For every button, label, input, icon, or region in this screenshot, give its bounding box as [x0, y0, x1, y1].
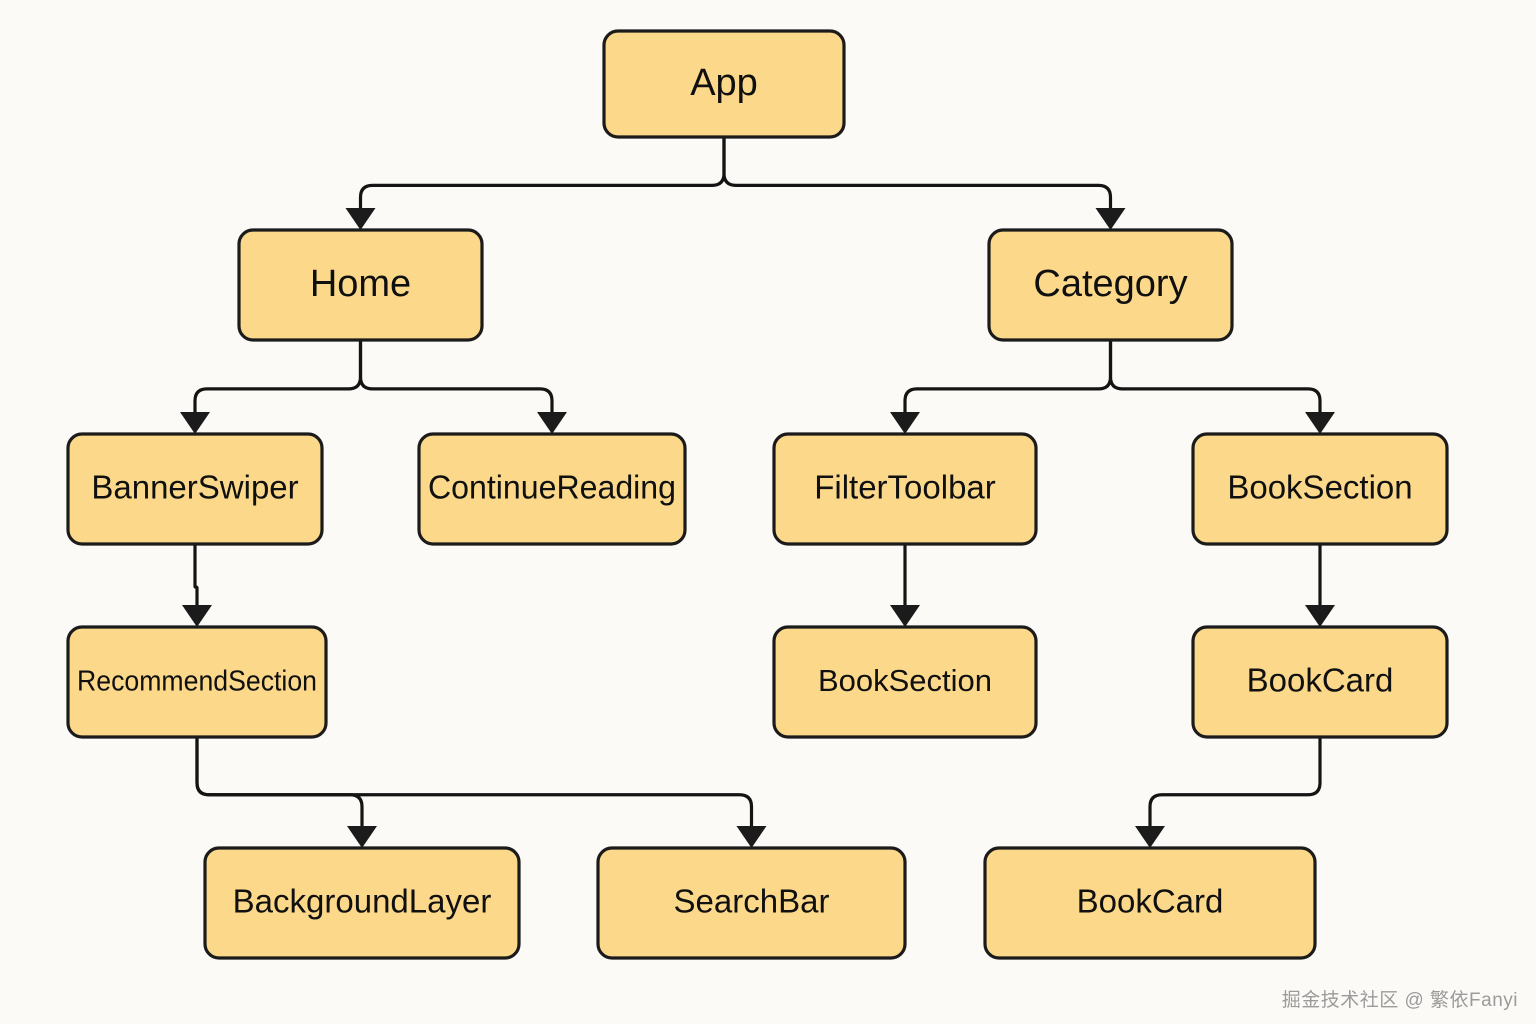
node-label: BookSection	[1227, 469, 1412, 506]
node-box[interactable]	[596, 846, 907, 960]
edges-layer	[180, 137, 1335, 848]
node-label: Category	[1033, 263, 1187, 305]
node-box[interactable]	[203, 846, 521, 960]
node-recommend[interactable]: RecommendSection	[66, 625, 328, 739]
node-app[interactable]: App	[602, 29, 846, 139]
node-label: BackgroundLayer	[233, 883, 492, 920]
arrow-head-icon	[345, 208, 376, 230]
watermark: 掘金技术社区 @ 繁依Fanyi	[1281, 990, 1518, 1011]
node-label: ContinueReading	[428, 469, 676, 506]
node-label: BookCard	[1077, 883, 1224, 920]
node-searchbar[interactable]: SearchBar	[596, 846, 907, 960]
node-category[interactable]: Category	[987, 228, 1234, 342]
node-booksection_r[interactable]: BookSection	[1191, 432, 1449, 546]
connector-line	[358, 340, 554, 412]
node-box[interactable]	[1191, 625, 1449, 739]
node-box[interactable]	[1191, 432, 1449, 546]
connector-line	[358, 137, 726, 208]
arrow-head-icon	[182, 605, 212, 627]
node-filtertoolbar[interactable]: FilterToolbar	[772, 432, 1038, 546]
arrow-head-icon	[1305, 412, 1335, 434]
connector-line	[195, 737, 364, 826]
arrow-head-icon	[1095, 208, 1126, 230]
node-box[interactable]	[237, 228, 484, 342]
node-box[interactable]	[772, 432, 1038, 546]
node-label: BannerSwiper	[91, 469, 298, 506]
node-box[interactable]	[417, 432, 687, 546]
arrow-head-icon	[180, 412, 210, 434]
connector-line	[193, 340, 363, 412]
node-backgroundlayer[interactable]: BackgroundLayer	[203, 846, 521, 960]
arrow-head-icon	[1135, 826, 1165, 848]
arrow-head-icon	[890, 412, 920, 434]
node-box[interactable]	[987, 228, 1234, 342]
node-label: BookCard	[1247, 662, 1394, 699]
arrow-head-icon	[347, 826, 377, 848]
node-label: FilterToolbar	[814, 469, 996, 506]
node-label: SearchBar	[674, 883, 830, 920]
node-bannerswiper[interactable]: BannerSwiper	[66, 432, 324, 546]
node-box[interactable]	[602, 29, 846, 139]
node-box[interactable]	[983, 846, 1317, 960]
node-bookcard_mid[interactable]: BookCard	[1191, 625, 1449, 739]
node-booksection_c[interactable]: BookSection	[772, 625, 1038, 739]
node-label: App	[690, 62, 758, 104]
node-label: Home	[310, 263, 411, 305]
connector-line	[903, 340, 1113, 412]
connector-line	[1108, 340, 1322, 412]
node-bookcard_btm[interactable]: BookCard	[983, 846, 1317, 960]
arrow-head-icon	[1305, 605, 1335, 627]
connector-line	[1148, 737, 1322, 826]
connector-line	[722, 137, 1113, 208]
node-box[interactable]	[772, 625, 1038, 739]
node-label: BookSection	[818, 663, 992, 698]
node-box[interactable]	[66, 432, 324, 546]
node-label: RecommendSection	[77, 666, 317, 698]
node-box[interactable]	[66, 625, 328, 739]
connector-line	[195, 737, 754, 826]
node-home[interactable]: Home	[237, 228, 484, 342]
node-continuereading[interactable]: ContinueReading	[417, 432, 687, 546]
arrow-head-icon	[890, 605, 920, 627]
connector-line	[193, 544, 199, 605]
arrow-head-icon	[736, 826, 767, 848]
arrow-head-icon	[537, 412, 567, 434]
